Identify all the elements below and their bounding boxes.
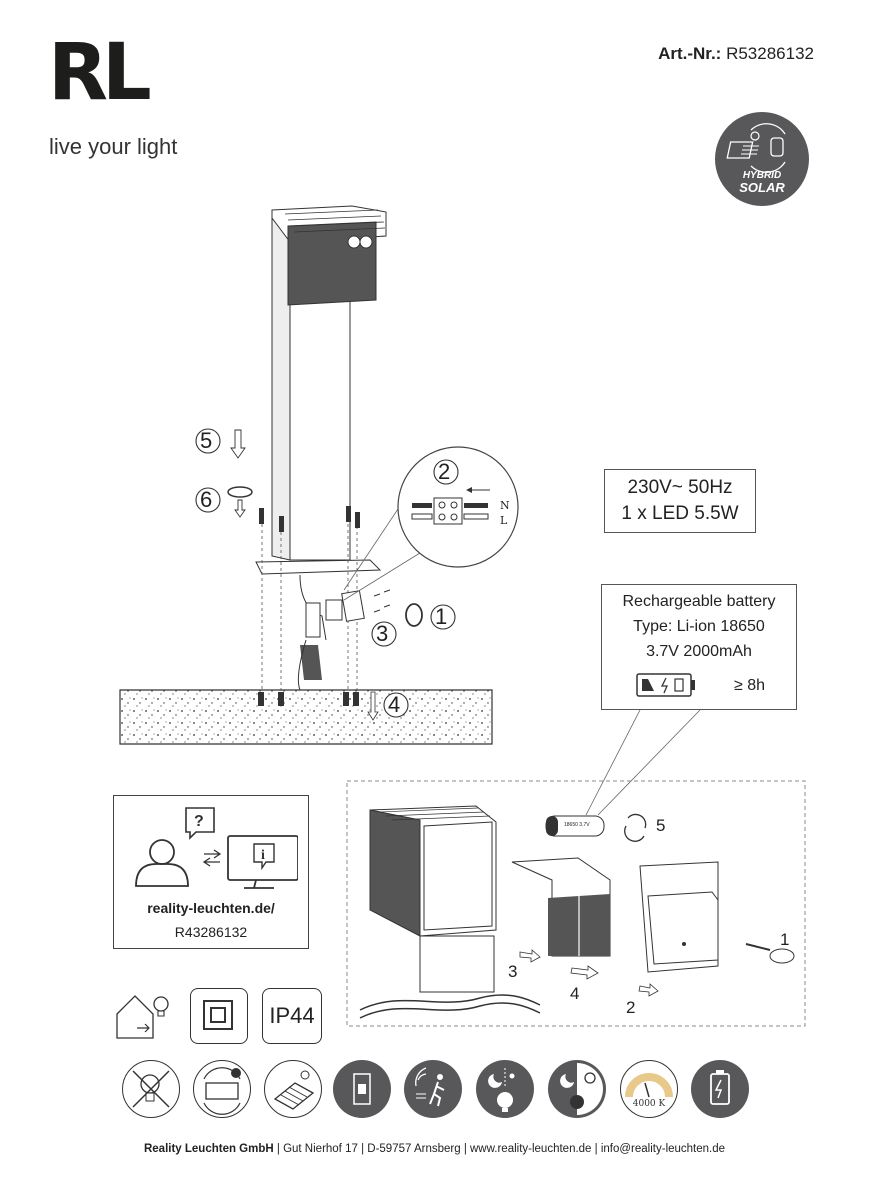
installation-drawing bbox=[119, 205, 519, 745]
electrical-specs: 230V~ 50Hz 1 x LED 5.5W bbox=[604, 469, 756, 533]
support-article: R43286132 bbox=[174, 924, 248, 940]
solar-hybrid-icon bbox=[726, 123, 786, 173]
battery-step-5: 5 bbox=[656, 816, 666, 835]
support-url[interactable]: reality-leuchten.de/ bbox=[147, 900, 275, 916]
ip44-icon: IP44 bbox=[262, 988, 322, 1044]
battery-type: Type: Li-ion 18650 bbox=[633, 618, 765, 635]
day-night-icon bbox=[548, 1060, 606, 1118]
battery-step-1: 1 bbox=[780, 930, 790, 949]
install-step-5: 5 bbox=[200, 428, 213, 453]
led-spec: 1 x LED 5.5W bbox=[621, 503, 739, 524]
battery-cell-label: 18650 3.7V bbox=[564, 822, 590, 828]
install-step-3: 3 bbox=[376, 621, 389, 646]
battery-step-2: 2 bbox=[626, 998, 636, 1017]
battery-title: Rechargeable battery bbox=[622, 593, 776, 610]
footer-city: D-59757 Arnsberg bbox=[367, 1143, 461, 1155]
dusk-motion-icon bbox=[476, 1060, 534, 1118]
support-illustration: ? i bbox=[135, 807, 298, 889]
no-led-replace-icon bbox=[122, 1060, 180, 1118]
install-step-2: 2 bbox=[438, 459, 451, 484]
battery-step-4: 4 bbox=[570, 984, 580, 1003]
badge-line2: SOLAR bbox=[739, 180, 785, 195]
install-step-6: 6 bbox=[200, 487, 213, 512]
article-value: R53286132 bbox=[726, 44, 814, 63]
footer-company: Reality Leuchten GmbH bbox=[143, 1143, 274, 1155]
battery-step-3: 3 bbox=[508, 962, 518, 981]
battery-spec-box: Rechargeable battery Type: Li-ion 18650 … bbox=[601, 584, 797, 710]
color-temperature-icon: 4000 K bbox=[620, 1060, 678, 1118]
color-temp-value: 4000 K bbox=[632, 1099, 666, 1109]
footer-address: Gut Nierhof 17 bbox=[283, 1143, 358, 1155]
solar-panel-icon bbox=[264, 1060, 322, 1118]
install-step-4: 4 bbox=[388, 692, 401, 717]
wire-n-label: N bbox=[500, 499, 510, 512]
article-label: Art.-Nr.: bbox=[658, 44, 722, 63]
footer-email[interactable]: info@reality-leuchten.de bbox=[600, 1143, 726, 1155]
badge-line1: HYBRID bbox=[742, 170, 782, 181]
battery-charge-icon bbox=[636, 673, 695, 697]
hybrid-solar-badge: HYBRID SOLAR bbox=[715, 112, 809, 206]
footer: Reality Leuchten GmbH | Gut Nierhof 17 |… bbox=[143, 1143, 726, 1155]
switch-icon bbox=[333, 1060, 391, 1118]
charge-time: ≥ 8h bbox=[734, 677, 766, 694]
motion-sensor-icon bbox=[404, 1060, 462, 1118]
monitor-icon bbox=[227, 835, 298, 881]
support-info-box: ? i reality-leuchten.de/ R43286132 bbox=[113, 795, 309, 949]
article-number: Art.-Nr.: R53286132 bbox=[658, 44, 814, 64]
battery-replace-icon bbox=[193, 1060, 251, 1118]
person-icon bbox=[149, 839, 175, 865]
svg-text:?: ? bbox=[194, 813, 204, 830]
svg-text:i: i bbox=[261, 848, 265, 863]
footer-web[interactable]: www.reality-leuchten.de bbox=[470, 1143, 592, 1155]
install-step-1: 1 bbox=[435, 604, 448, 629]
battery-charge-round-icon bbox=[691, 1060, 749, 1118]
battery-capacity: 3.7V 2000mAh bbox=[646, 643, 752, 660]
wire-l-label: L bbox=[500, 514, 508, 527]
brand-logo: RL bbox=[48, 28, 152, 118]
protection-class-2-icon bbox=[190, 988, 248, 1044]
brand-tagline: live your light bbox=[49, 134, 178, 159]
voltage-spec: 230V~ 50Hz bbox=[627, 477, 733, 498]
smart-home-icon bbox=[113, 990, 177, 1042]
